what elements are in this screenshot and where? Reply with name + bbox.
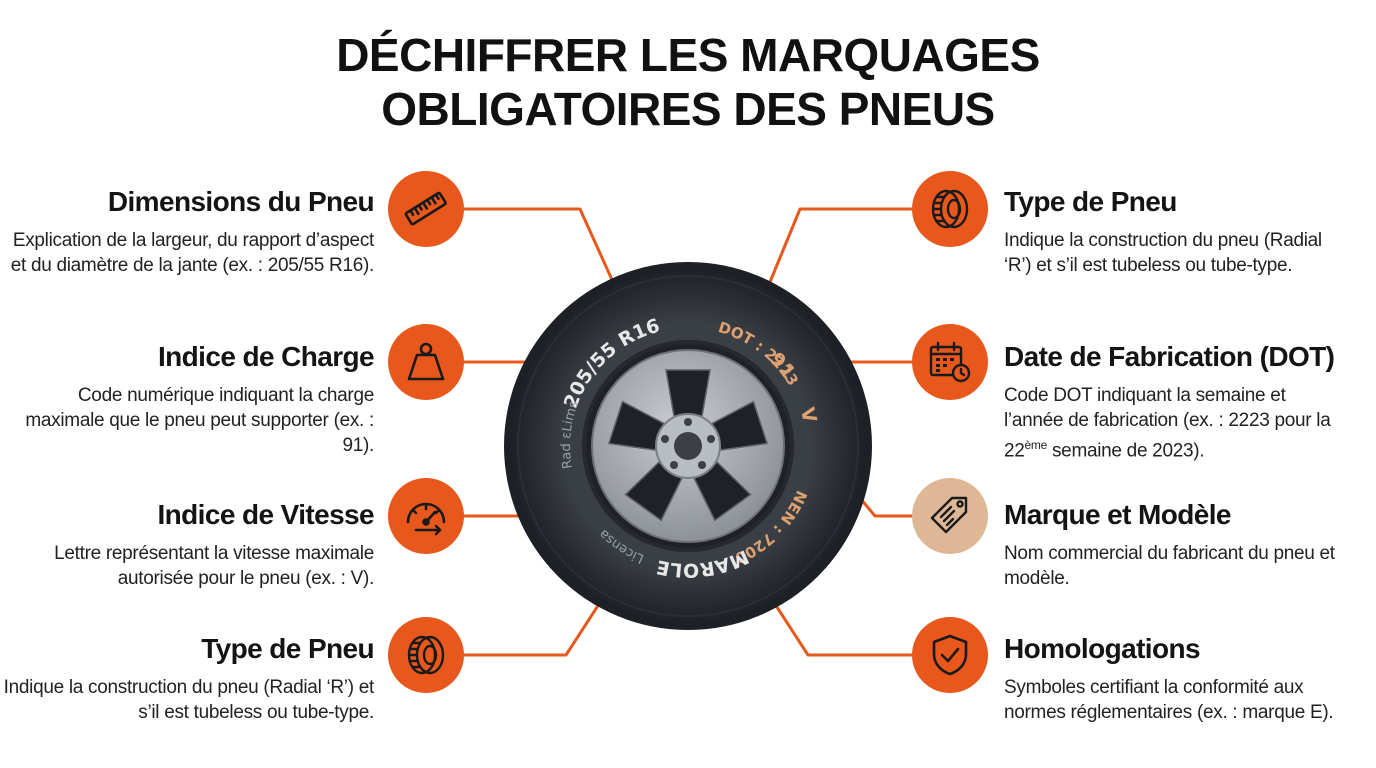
info-block-type-right: Type de Pneu Indique la construction du … xyxy=(1004,186,1344,278)
tire-illustration: 205/55 R16 91 V DOT : 2223 NEN : 7200 MA… xyxy=(504,262,872,630)
block-title: Homologations xyxy=(1004,633,1201,664)
ruler-icon xyxy=(404,191,447,226)
tire-icon xyxy=(931,189,969,229)
block-description: Code DOT indiquant la semaine et l’année… xyxy=(1004,383,1344,463)
page-title-line-2: OBLIGATOIRES DES PNEUS xyxy=(381,83,995,135)
block-description: Explication de la largeur, du rapport d’… xyxy=(10,230,375,276)
block-title: Indice de Charge xyxy=(157,341,375,372)
connector-dimensions xyxy=(462,207,615,284)
homologations-icon-circle xyxy=(912,617,988,693)
tire-speed-marking: V xyxy=(796,405,821,425)
block-title: Dimensions du Pneu xyxy=(107,186,375,217)
weight-icon xyxy=(407,342,445,381)
marque-icon-circle xyxy=(912,478,988,554)
info-block-marque: Marque et Modèle Nom commercial du fabri… xyxy=(1004,499,1344,591)
desc-text: Code DOT indiquant la semaine et l’année… xyxy=(1004,385,1331,462)
page-title: DÉCHIFFRER LES MARQUAGES OBLIGATOIRES DE… xyxy=(0,28,1376,136)
connector-type-left xyxy=(462,582,614,657)
calendar-clock-icon xyxy=(929,341,971,383)
block-description: Nom commercial du fabricant du pneu et m… xyxy=(1004,543,1335,589)
speedometer-icon xyxy=(406,502,446,536)
connector-type-right xyxy=(768,207,914,284)
info-block-homologations: Homologations Symboles certifiant la con… xyxy=(1004,633,1364,725)
block-description: Lettre représentant la vitesse maximale … xyxy=(54,543,374,589)
info-block-vitesse: Indice de Vitesse Lettre représentant la… xyxy=(0,499,375,591)
tag-icon xyxy=(930,496,968,534)
date-icon-circle xyxy=(912,324,988,400)
info-block-dimensions: Dimensions du Pneu Explication de la lar… xyxy=(0,186,375,278)
rim-spoke-holes xyxy=(607,369,769,522)
type-right-icon-circle xyxy=(912,171,988,247)
dimensions-icon-circle xyxy=(388,171,464,247)
block-description: Symboles certifiant la conformité aux no… xyxy=(1004,677,1334,723)
info-block-charge: Indice de Charge Code numérique indiquan… xyxy=(0,341,374,458)
block-description: Indique la construction du pneu (Radial … xyxy=(3,677,375,723)
page-title-line-1: DÉCHIFFRER LES MARQUAGES xyxy=(336,29,1040,81)
info-block-type-left: Type de Pneu Indique la construction du … xyxy=(0,633,375,725)
block-title: Indice de Vitesse xyxy=(157,499,374,530)
type-left-icon-circle xyxy=(388,617,464,693)
block-title: Type de Pneu xyxy=(201,633,374,664)
block-title: Date de Fabrication (DOT) xyxy=(1004,341,1335,372)
hub-center xyxy=(674,432,702,460)
connector-homologations xyxy=(760,582,914,657)
shield-check-icon xyxy=(932,634,968,676)
block-description: Indique la construction du pneu (Radial … xyxy=(1004,230,1322,276)
desc-superscript: ème xyxy=(1024,438,1048,452)
block-description: Code numérique indiquant la charge maxim… xyxy=(25,385,374,456)
block-title: Marque et Modèle xyxy=(1004,499,1231,530)
vitesse-icon-circle xyxy=(388,478,464,554)
info-block-date: Date de Fabrication (DOT) Code DOT indiq… xyxy=(1004,341,1344,463)
charge-icon-circle xyxy=(388,324,464,400)
tire-icon xyxy=(407,635,445,675)
block-title: Type de Pneu xyxy=(1004,186,1177,217)
desc-text-end: semaine de 2023). xyxy=(1047,440,1205,462)
